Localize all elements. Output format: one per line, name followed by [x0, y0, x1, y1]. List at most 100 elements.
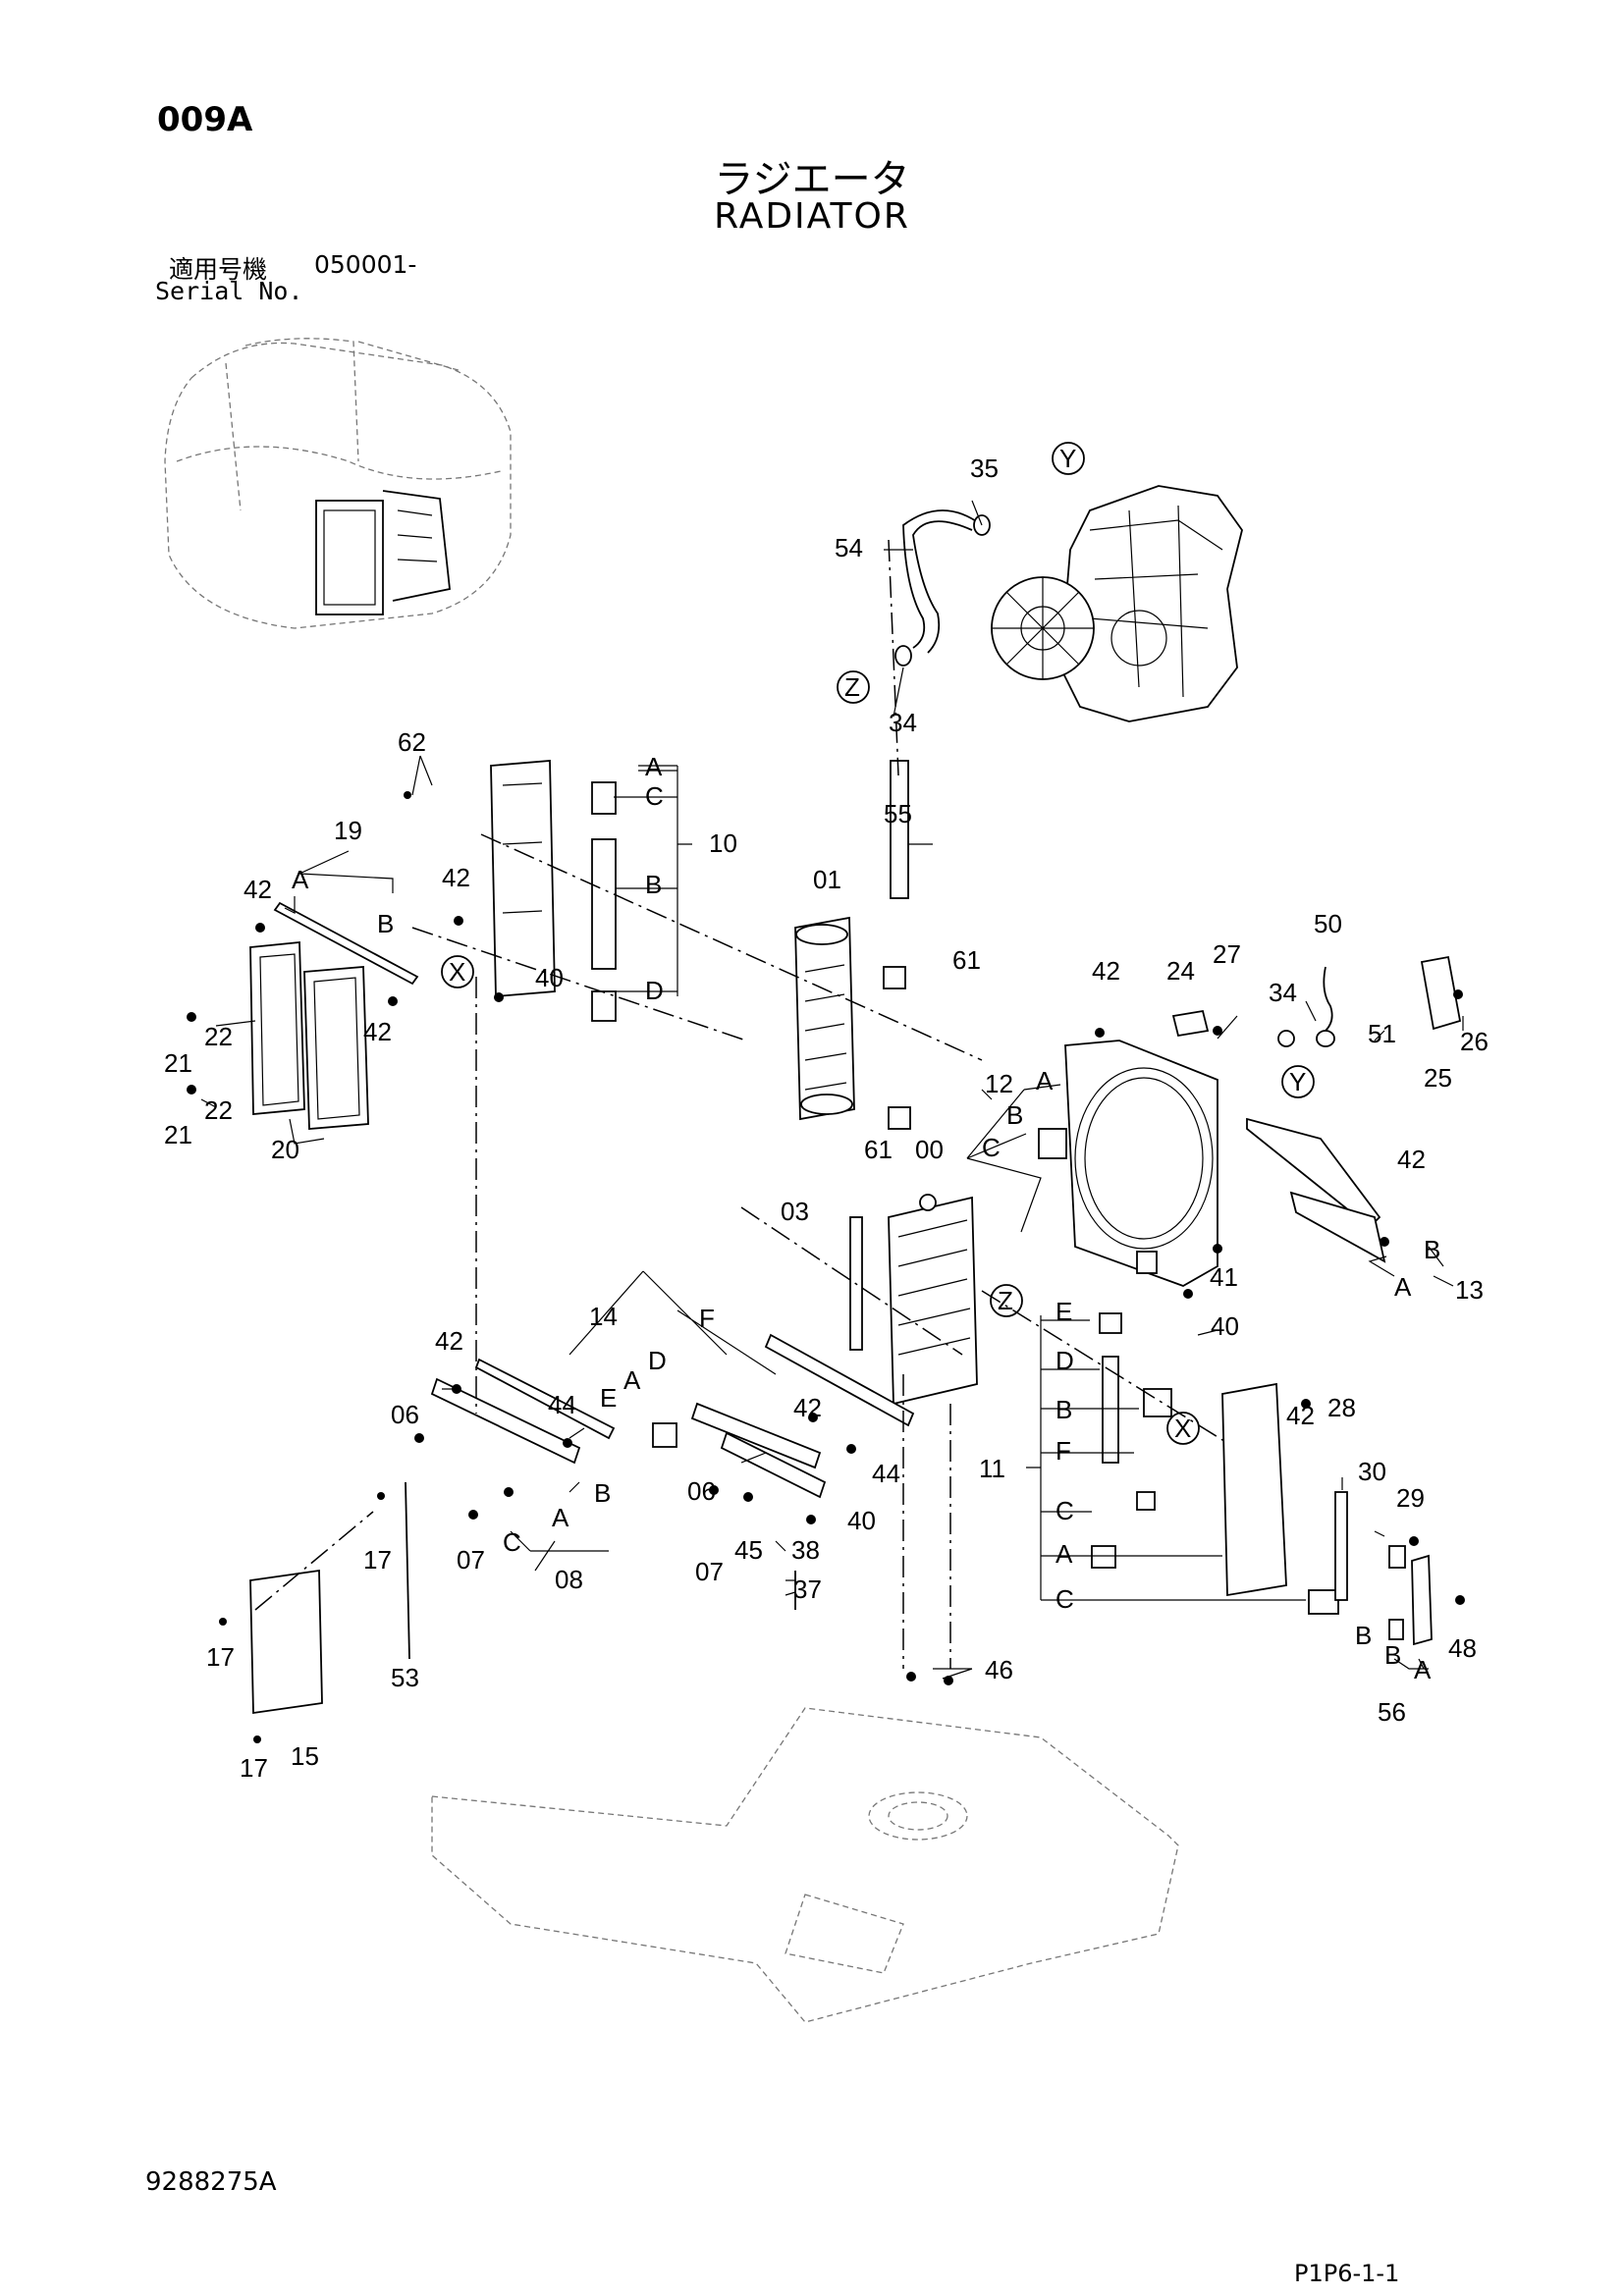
callout-01: 01: [813, 865, 841, 894]
seal-11-c: [1091, 1545, 1116, 1569]
ref-marker-y: [1281, 1065, 1315, 1098]
page-title-japanese: ラジエータ: [714, 157, 910, 202]
reference-markers: Y Z X Y Z X: [441, 442, 1315, 1445]
callout-42: 42: [1397, 1145, 1426, 1174]
seal-14e: [652, 1422, 677, 1448]
callout-54: 54: [835, 533, 863, 562]
callout-48: 48: [1448, 1633, 1477, 1663]
callout-40: 40: [847, 1506, 876, 1535]
callout-13: 13: [1455, 1275, 1484, 1305]
callout-42: 42: [793, 1393, 822, 1422]
radiator-hose-upper: [912, 520, 973, 654]
svg-text:D: D: [1056, 1346, 1074, 1375]
callout-44: 44: [548, 1390, 576, 1419]
svg-text:A: A: [1394, 1272, 1412, 1302]
side-bracket-10: [490, 760, 556, 997]
serial-number-value: 050001-: [314, 250, 417, 279]
callout-50: 50: [1314, 909, 1342, 938]
callout-40: 40: [535, 963, 564, 992]
callout-27: 27: [1213, 939, 1241, 969]
callout-61: 61: [952, 945, 981, 975]
serial-label-japanese: 適用号機: [169, 255, 268, 284]
plate-56-b: [1388, 1545, 1406, 1569]
engine-assembly: [991, 485, 1243, 722]
callout-21: 21: [164, 1048, 192, 1078]
svg-text:B: B: [1006, 1100, 1023, 1130]
seal-61b: [888, 1106, 911, 1130]
callout-22: 22: [204, 1022, 233, 1051]
callout-56: 56: [1378, 1697, 1406, 1727]
callout-30: 30: [1358, 1457, 1386, 1486]
callout-42: 42: [442, 863, 470, 892]
callout-15: 15: [291, 1741, 319, 1771]
callout-53: 53: [391, 1663, 419, 1692]
fan-shroud-12: [1064, 1040, 1218, 1287]
plate-56-b2: [1388, 1619, 1404, 1640]
callout-42: 42: [1286, 1401, 1315, 1430]
svg-text:A: A: [623, 1365, 641, 1395]
callout-29: 29: [1396, 1483, 1425, 1513]
seal-61a: [883, 966, 906, 989]
callout-55: 55: [884, 799, 912, 828]
svg-text:E: E: [600, 1383, 617, 1413]
seal-55: [890, 760, 909, 899]
svg-text:Z: Z: [844, 672, 860, 702]
callout-45: 45: [734, 1535, 763, 1565]
seal-28: [1334, 1491, 1348, 1601]
callout-00: 00: [915, 1135, 944, 1164]
callout-38: 38: [791, 1535, 820, 1565]
ref-marker-x: [1166, 1412, 1200, 1445]
callout-34: 34: [1269, 978, 1297, 1007]
svg-text:C: C: [1056, 1496, 1074, 1525]
callout-51: 51: [1368, 1019, 1396, 1048]
callout-42: 42: [363, 1017, 392, 1046]
callout-28: 28: [1327, 1393, 1356, 1422]
svg-text:B: B: [1384, 1640, 1401, 1670]
callout-10: 10: [709, 828, 737, 858]
callout-42: 42: [244, 875, 272, 904]
callout-42: 42: [1092, 956, 1120, 986]
callout-46: 46: [985, 1655, 1013, 1684]
callout-40: 40: [1211, 1311, 1239, 1341]
reserve-tank-15: [249, 1569, 323, 1715]
shroud-part-c: [1136, 1251, 1158, 1274]
callout-12: 12: [985, 1069, 1013, 1098]
svg-text:B: B: [1056, 1395, 1072, 1424]
bracket-11: [1221, 1382, 1287, 1597]
callout-35: 35: [970, 454, 999, 483]
svg-text:C: C: [503, 1527, 521, 1557]
seal-19: [273, 901, 419, 986]
callout-26: 26: [1460, 1027, 1489, 1056]
seal-11-f: [1136, 1491, 1156, 1511]
svg-text:B: B: [377, 909, 394, 938]
callout-17: 17: [363, 1545, 392, 1575]
callout-41: 41: [1210, 1262, 1238, 1292]
svg-text:Z: Z: [998, 1286, 1013, 1315]
overview-radiator: [315, 500, 384, 615]
svg-text:C: C: [1056, 1584, 1074, 1614]
seal-08c: [474, 1358, 616, 1440]
callout-61: 61: [864, 1135, 893, 1164]
svg-text:A: A: [645, 752, 663, 781]
cover-25: [1420, 955, 1462, 1031]
page-code: 009A: [157, 100, 253, 139]
callout-07: 07: [695, 1557, 724, 1586]
callout-22: 22: [204, 1095, 233, 1125]
callout-11: 11: [979, 1454, 1005, 1483]
part-callouts: 35 54 34 62 55 10 19 42 42 01 61 50 42 2…: [164, 454, 1489, 1783]
ref-marker-x: [441, 955, 474, 988]
svg-text:A: A: [292, 865, 309, 894]
callout-62: 62: [398, 727, 426, 757]
page-reference: P1P6-1-1: [1294, 2260, 1400, 2287]
ref-marker-z: [837, 670, 870, 704]
serial-label: Serial No.: [155, 277, 303, 305]
svg-text:D: D: [648, 1346, 667, 1375]
hose-clamp-34: [894, 645, 912, 667]
ref-marker-z: [990, 1284, 1023, 1317]
svg-text:F: F: [1056, 1436, 1071, 1466]
callout-24: 24: [1166, 956, 1195, 986]
callout-25: 25: [1424, 1063, 1452, 1093]
svg-text:A: A: [1414, 1655, 1432, 1684]
svg-text:C: C: [645, 781, 664, 811]
